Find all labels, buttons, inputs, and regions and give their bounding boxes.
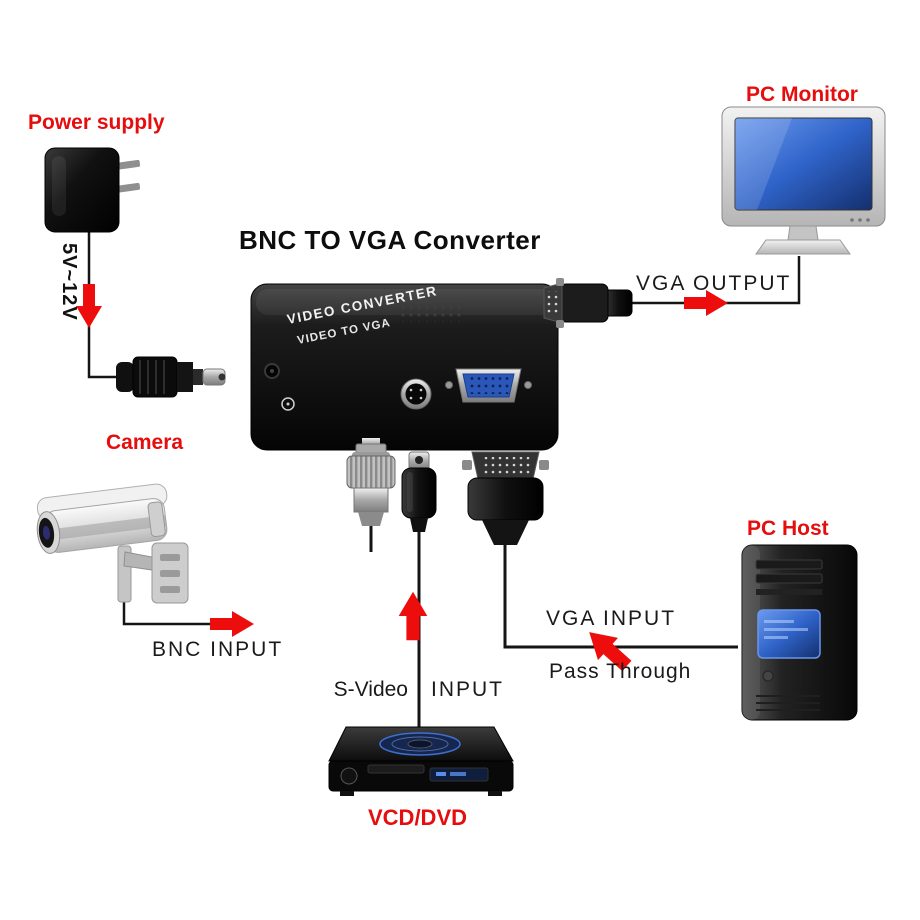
dc-plug [116,356,226,398]
label-pc-monitor: PC Monitor [746,83,858,106]
pc-host-device [741,544,858,721]
label-vcd-dvd: VCD/DVD [368,805,468,830]
vga-male-connector-output [543,278,633,328]
power-adapter [44,147,141,233]
bnc-input-line [122,600,216,626]
vent-holes [398,292,462,322]
camera-device [36,483,189,604]
label-pc-host: PC Host [747,517,829,540]
s-video-port [400,378,432,410]
label-vga-input: VGA INPUT [546,607,677,630]
vga-female-port [445,368,532,403]
converter-box: VIDEO CONVERTER VIDEO TO VGA [250,283,559,457]
logo-mark [281,397,295,411]
bnc-connector [346,452,396,526]
power-cable-line [87,232,118,379]
arrow-s-video-up [398,591,428,641]
label-s-video: S-Video [333,678,408,701]
drive-bay [755,573,823,584]
vcd-dvd-device [328,726,514,796]
drive-bay [755,559,823,570]
label-s-video-input: INPUT [431,678,504,701]
s-video-plug [401,451,437,532]
pass-through-cable-line [503,544,738,649]
vga-male-connector-passthrough [462,451,549,545]
label-pass-through: Pass Through [549,660,692,683]
label-power-supply: Power supply [28,111,165,134]
monitor-stand [755,239,851,255]
arrow-bnc-input-right [210,611,254,637]
label-camera: Camera [106,431,184,454]
label-bnc-input: BNC INPUT [152,638,284,661]
disc-tray [367,764,425,774]
tower-front-panel [757,609,821,659]
monitor-screen [734,117,873,211]
page-title: BNC TO VGA Converter [239,225,541,255]
plug-prong [115,159,141,170]
power-button [762,670,774,682]
label-vga-output: VGA OUTPUT [636,272,792,295]
pc-monitor-device [721,106,886,255]
label-voltage: 5V~12V [58,243,80,321]
plug-prong [115,182,141,193]
brand-logo [340,767,358,785]
